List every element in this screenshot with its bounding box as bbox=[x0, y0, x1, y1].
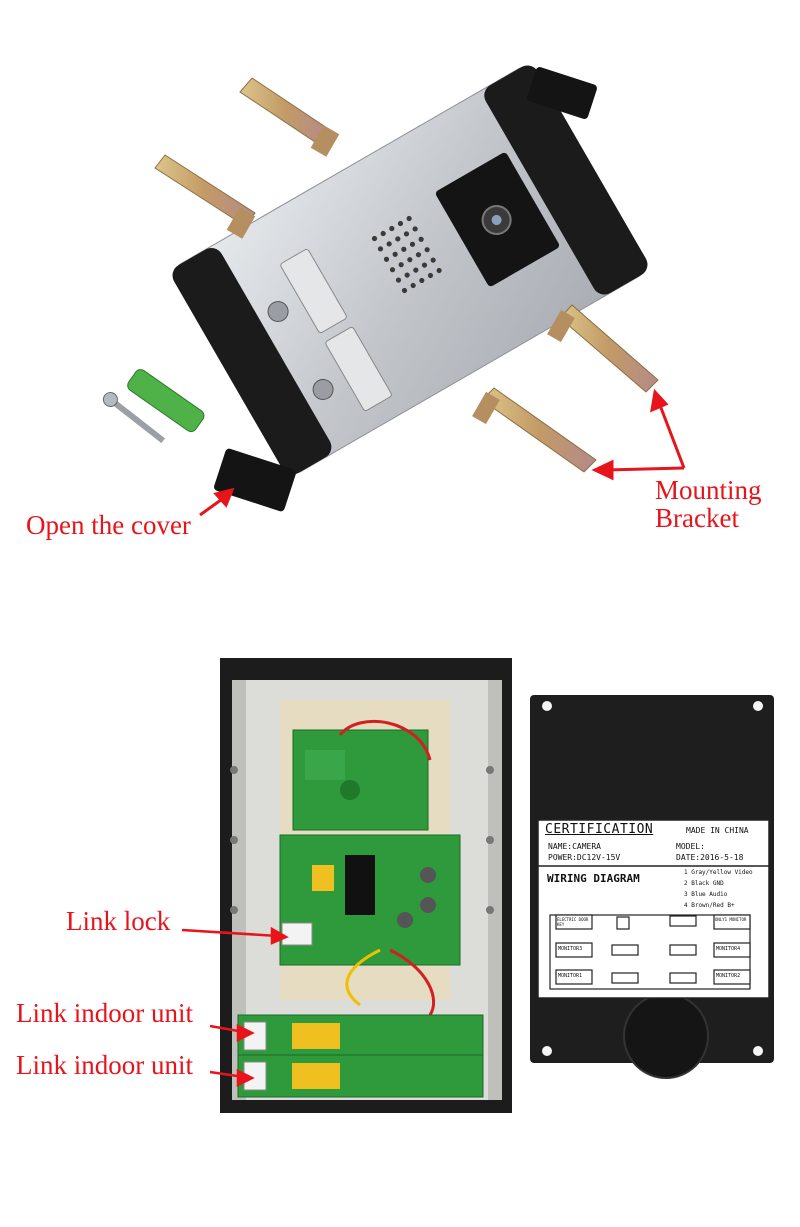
mounting-bracket-label-line2: Bracket bbox=[655, 503, 739, 533]
certification-label bbox=[537, 819, 770, 999]
box-only-monitor: ONLY1 MONITOR bbox=[715, 917, 747, 922]
bracket-icon bbox=[154, 154, 256, 239]
cover-cap-top bbox=[527, 67, 597, 119]
open-unit-photo bbox=[181, 658, 774, 1113]
door-station-photo bbox=[102, 65, 686, 517]
lock-connector bbox=[281, 922, 313, 946]
indoor-unit-board-1 bbox=[237, 1014, 484, 1056]
indoor-unit-board-2 bbox=[237, 1054, 484, 1098]
wall-plug-icon bbox=[127, 369, 205, 433]
box-door-key: ELECTRIC DOOR KEY bbox=[557, 917, 589, 927]
bracket-icon bbox=[239, 77, 340, 157]
pointer-arrows-bottom bbox=[181, 926, 289, 1088]
link-indoor-unit-label-1: Link indoor unit bbox=[16, 998, 193, 1028]
pointer-arrows bbox=[199, 388, 686, 517]
call-button-icon bbox=[267, 301, 289, 323]
wire-4: 4 Brown/Red B+ bbox=[684, 902, 735, 909]
bracket-icon bbox=[547, 304, 659, 393]
call-button-icon bbox=[312, 378, 334, 400]
cert-power: POWER:DC12V-15V bbox=[548, 853, 621, 862]
speaker-grille-icon bbox=[371, 215, 442, 294]
cert-model: MODEL: bbox=[676, 842, 705, 851]
wire-2: 2 Black GND bbox=[684, 880, 724, 887]
open-cover-label: Open the cover bbox=[26, 510, 191, 540]
box-monitor4: MONITOR4 bbox=[716, 946, 741, 952]
link-indoor-unit-label-2: Link indoor unit bbox=[16, 1050, 193, 1080]
wiring-diagram bbox=[549, 914, 751, 990]
bracket-icon bbox=[472, 387, 597, 473]
wire-3: 3 Blue Audio bbox=[684, 891, 728, 898]
wire-1: 1 Gray/Yellow Video bbox=[684, 869, 753, 876]
link-lock-label: Link lock bbox=[66, 906, 171, 936]
cable-hole bbox=[623, 993, 709, 1079]
mounting-bracket-label-line1: Mounting bbox=[655, 475, 762, 505]
intercom-panel bbox=[172, 65, 648, 475]
screw-icon bbox=[102, 392, 166, 444]
wiring-title: WIRING DIAGRAM bbox=[547, 872, 640, 885]
cert-title: CERTIFICATION bbox=[545, 822, 654, 837]
cert-date: DATE:2016-5-18 bbox=[676, 853, 744, 862]
box-monitor3: MONITOR3 bbox=[558, 946, 583, 952]
box-monitor1: MONITOR1 bbox=[558, 973, 583, 979]
box-monitor2: MONITOR2 bbox=[716, 973, 741, 979]
cert-made-in: MADE IN CHINA bbox=[686, 826, 749, 835]
cover-cap-bottom bbox=[214, 448, 296, 512]
cert-name: NAME:CAMERA bbox=[548, 842, 601, 851]
